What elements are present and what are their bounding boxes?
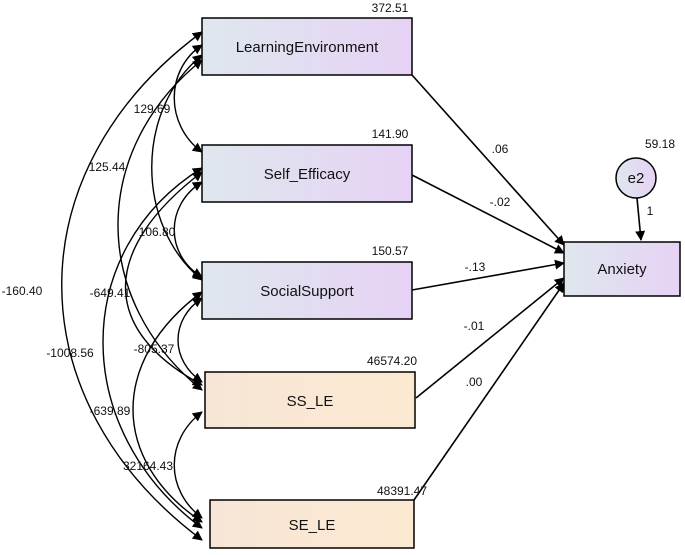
node-ss-le[interactable]: SS_LE 46574.20 — [204, 354, 417, 429]
variance-self-efficacy: 141.90 — [372, 127, 409, 141]
variance-e2: 59.18 — [645, 137, 675, 151]
variance-social-support: 150.57 — [372, 244, 409, 258]
coef-ss-anxiety: -.13 — [465, 260, 486, 274]
coef-e2-anxiety: 1 — [647, 204, 654, 218]
cov-curve-le-ss — [151, 54, 203, 281]
path-ss-anxiety — [411, 259, 565, 291]
coef-ssle-anxiety: -.01 — [464, 319, 485, 333]
cov-curve-ss-sele — [132, 291, 203, 523]
node-label-social-support: SocialSupport — [260, 283, 354, 300]
node-se-le[interactable]: SE_LE 48391.47 — [209, 484, 427, 549]
variance-learning-environment: 372.51 — [372, 1, 409, 15]
cov-le-se: 129.69 — [134, 102, 171, 116]
cov-curve-ssle-sele — [173, 411, 203, 519]
node-label-ss-le: SS_LE — [287, 393, 334, 410]
node-label-learning-environment: LearningEnvironment — [236, 39, 379, 56]
variance-ss-le: 46574.20 — [367, 354, 417, 368]
cov-curve-se-ss — [173, 181, 203, 278]
node-anxiety[interactable]: Anxiety — [563, 241, 681, 297]
cov-curve-le-ssle — [117, 59, 203, 391]
coef-se-anxiety: -.02 — [490, 195, 511, 209]
cov-curve-le-se — [173, 44, 203, 153]
cov-curve-se-sele — [102, 167, 203, 529]
node-label-se-le: SE_LE — [289, 517, 336, 534]
covariance-labels: 129.69 125.44 106.80 -160.40 -649.41 -10… — [2, 102, 176, 473]
node-label-self-efficacy: Self_Efficacy — [264, 166, 351, 183]
coef-sele-anxiety: .00 — [466, 375, 483, 389]
node-self-efficacy[interactable]: Self_Efficacy 141.90 — [201, 127, 413, 203]
cov-ss-ssle: -805.37 — [134, 342, 175, 356]
node-label-e2: e2 — [628, 170, 645, 187]
cov-se-ss: 106.80 — [139, 225, 176, 239]
cov-se-ssle: -649.41 — [90, 286, 131, 300]
path-coefficients: .06 -.02 -.13 -.01 .00 1 — [464, 142, 654, 389]
path-e2-anxiety — [635, 197, 646, 241]
cov-le-ssle: -1008.56 — [46, 346, 94, 360]
covariance-curves — [61, 31, 203, 541]
path-sele-anxiety — [413, 282, 565, 501]
variance-se-le: 48391.47 — [377, 484, 427, 498]
node-label-anxiety: Anxiety — [597, 261, 647, 278]
coef-le-anxiety: .06 — [492, 142, 509, 156]
path-le-anxiety — [411, 74, 565, 246]
cov-curve-se-ssle — [125, 171, 203, 386]
node-social-support[interactable]: SocialSupport 150.57 — [201, 244, 413, 320]
node-e2[interactable]: e2 59.18 — [615, 137, 675, 199]
cov-le-sele: -160.40 — [2, 284, 43, 298]
path-se-anxiety — [411, 174, 565, 254]
cov-le-ss: 125.44 — [89, 160, 126, 174]
cov-ssle-sele: 32164.43 — [123, 459, 173, 473]
cov-ss-sele: -639.89 — [90, 404, 131, 418]
regression-paths — [411, 74, 646, 501]
node-learning-environment[interactable]: LearningEnvironment 372.51 — [201, 1, 413, 76]
cov-curve-ss-ssle — [177, 297, 203, 383]
path-ssle-anxiety — [415, 277, 565, 399]
cov-curve-le-sele — [61, 31, 203, 541]
